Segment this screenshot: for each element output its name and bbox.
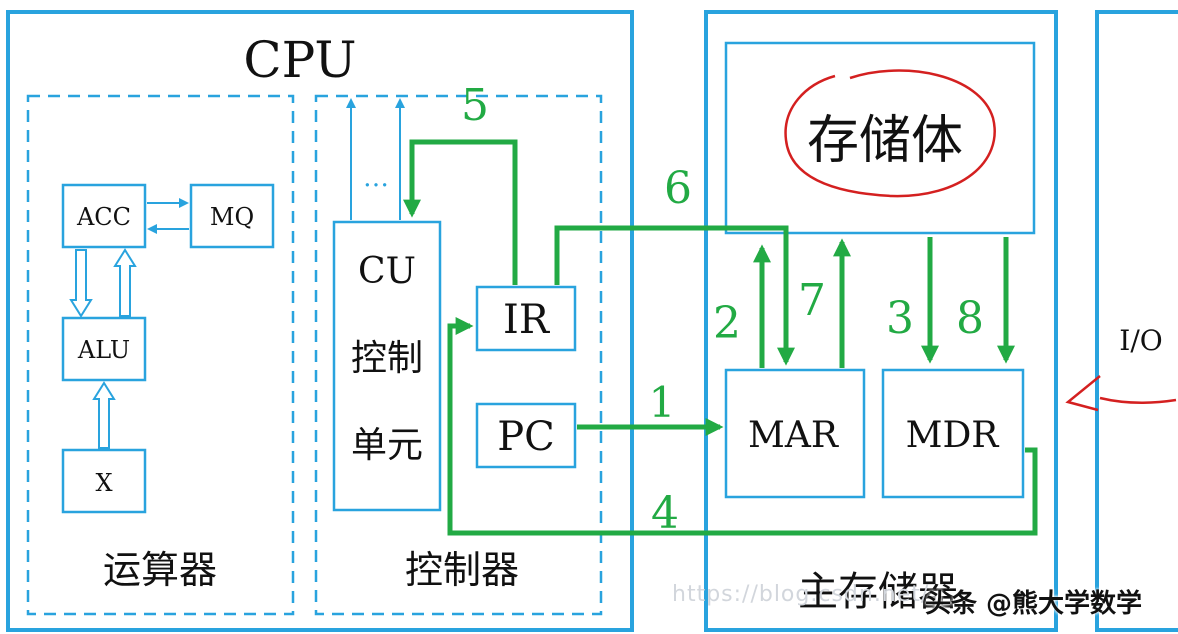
acc-label: ACC — [76, 203, 131, 231]
cu-label-line3: 单元 — [351, 425, 423, 466]
mar-box — [724, 368, 866, 499]
step-7-label: 7 — [798, 275, 826, 326]
io-label: I/O — [1119, 324, 1162, 357]
io-arrow-annotation — [1065, 375, 1177, 412]
acc-box — [61, 183, 147, 249]
mar-label: MAR — [748, 415, 839, 456]
acc-to-alu-hollow-arrow — [69, 249, 93, 318]
pc-label: PC — [497, 414, 555, 460]
step-8-label: 8 — [956, 293, 984, 344]
main-memory-box — [704, 10, 1058, 632]
control-unit-label: 控制器 — [405, 548, 519, 592]
cpu-box — [6, 10, 634, 632]
cu-label-line2: 控制 — [351, 338, 423, 379]
io-box — [1095, 10, 1178, 632]
step-2-label: 2 — [713, 298, 741, 349]
step-3-label: 3 — [886, 293, 914, 344]
x-to-alu-hollow-arrow — [92, 381, 116, 449]
flow-6-ir-to-mar — [554, 225, 795, 366]
cpu-label: CPU — [243, 31, 356, 89]
alu-to-acc-hollow-arrow — [113, 248, 137, 317]
url-watermark: https://blog.csdn.net/ — [672, 582, 930, 607]
flow-4-mdr-to-ir — [447, 317, 1038, 536]
alu-label: ALU — [77, 336, 130, 364]
main-memory-label: 主存储器 — [798, 569, 958, 615]
flow-5-ir-to-cu — [403, 139, 518, 285]
alu-unit-box — [26, 94, 295, 616]
step-4-label: 4 — [651, 488, 679, 539]
cu-label-line1: CU — [358, 251, 416, 292]
step-5-label: 5 — [461, 80, 489, 131]
ir-label: IR — [503, 297, 551, 343]
ir-box — [475, 285, 577, 352]
attribution-watermark: 头条 @熊大学数学 — [925, 589, 1143, 619]
control-unit-box — [314, 94, 603, 616]
mq-box — [189, 183, 275, 249]
storage-body-box — [724, 41, 1036, 235]
storage-body-circle-annotation — [784, 69, 996, 198]
pc-box — [475, 402, 577, 469]
mq-label: MQ — [210, 203, 254, 231]
control-signal-ellipsis: … — [363, 163, 389, 193]
alu-box — [61, 316, 147, 382]
step-6-label: 6 — [664, 163, 692, 214]
cu-box — [332, 220, 442, 512]
x-label: X — [95, 469, 112, 497]
x-box — [61, 448, 147, 514]
storage-body-label: 存储体 — [807, 111, 963, 171]
step-1-label: 1 — [649, 378, 676, 427]
mdr-box — [881, 368, 1025, 499]
mdr-label: MDR — [906, 415, 1000, 456]
alu-unit-label: 运算器 — [103, 548, 217, 592]
